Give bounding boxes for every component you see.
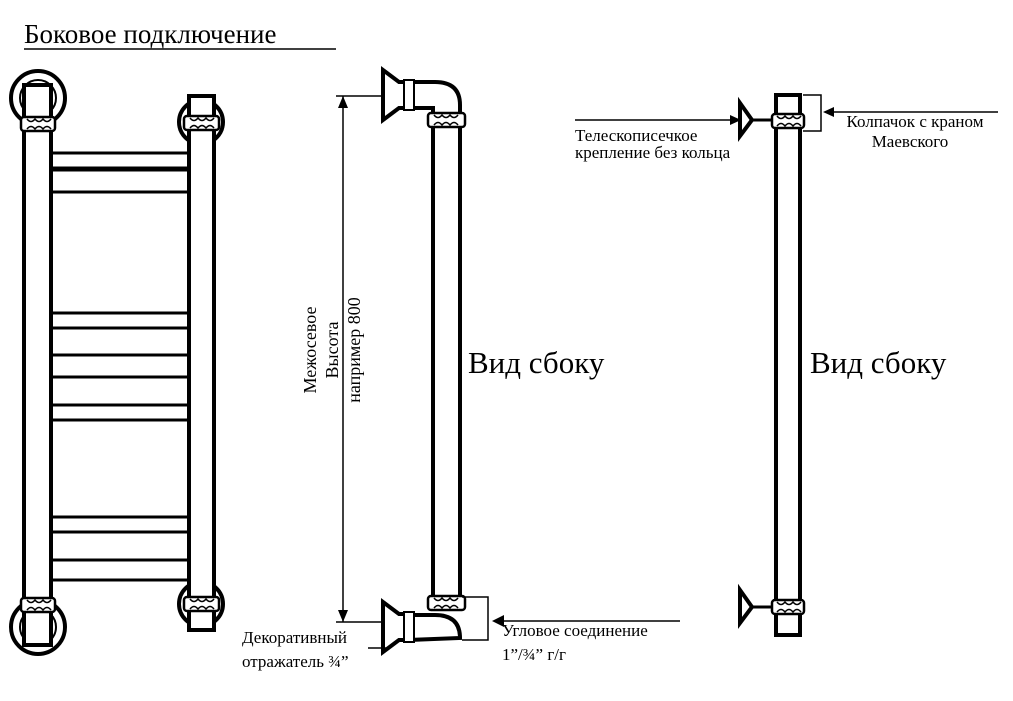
angle-joint-arrow — [492, 615, 504, 627]
dimension-line2: Высота — [322, 322, 342, 379]
diagram-title: Боковое подключение — [24, 19, 276, 49]
top-telescopic-mount — [738, 96, 776, 142]
cap-bracket — [803, 94, 822, 132]
side2-top-nut — [770, 112, 806, 130]
angle-joint-line1: Угловое соединение — [502, 621, 648, 640]
side1-bottom-nut — [426, 594, 467, 612]
side-view-label-2: Вид сбоку — [810, 345, 947, 380]
cap-arrow — [823, 107, 834, 117]
side1-top-nut — [426, 111, 467, 129]
side-view-2 — [738, 93, 822, 637]
bottom-telescopic-mount — [738, 583, 776, 629]
cap-label-line1: Колпачок с краном — [847, 112, 984, 131]
side-view-1 — [381, 66, 489, 656]
horizontal-rungs — [46, 151, 192, 582]
bottom-angle-elbow — [406, 613, 463, 643]
reflector-label-line1: Декоративный — [242, 628, 347, 647]
side2-bottom-nut — [770, 598, 806, 616]
cap-label-line2: Маевского — [872, 132, 949, 151]
dimension-line1: Межосевое — [300, 307, 320, 394]
reflector-label-line2: отражатель ¾” — [242, 652, 349, 671]
dimension-line — [336, 95, 385, 623]
right-top-nut — [182, 114, 221, 132]
front-view — [9, 69, 225, 656]
left-vertical-pipe — [22, 83, 53, 647]
side-view-label-1: Вид сбоку — [468, 345, 605, 380]
angle-joint-line2: 1”/¾” г/г — [502, 645, 566, 664]
telescopic-arrow — [730, 115, 741, 125]
left-bottom-nut — [19, 596, 57, 614]
right-vertical-pipe — [187, 94, 216, 632]
telescopic-label-line1: Телескописечкое — [575, 126, 697, 145]
side-pipe-1 — [431, 113, 462, 607]
right-bottom-nut — [182, 595, 221, 613]
side-pipe-2 — [774, 93, 802, 637]
angle-joint-bracket — [462, 596, 489, 641]
dimension-label: Межосевое Высота например 800 — [300, 297, 364, 403]
left-top-nut — [19, 115, 57, 133]
telescopic-label-line2: крепление без кольца — [575, 143, 731, 162]
dimension-line3: например 800 — [344, 297, 364, 403]
